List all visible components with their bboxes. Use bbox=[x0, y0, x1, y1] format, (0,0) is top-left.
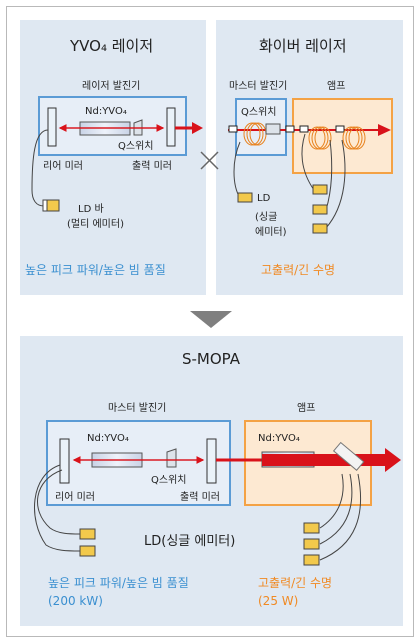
smopa-oscillator-label: 마스터 발진기 bbox=[108, 403, 167, 414]
smopa-summary-right: 고출력/긴 수명 bbox=[258, 576, 333, 590]
smopa-ld-lead-1 bbox=[37, 469, 81, 535]
yvo4-summary: 높은 피크 파워/높은 빔 품질 bbox=[25, 263, 166, 277]
smopa-amp-label: 앰프 bbox=[297, 403, 316, 414]
fiber-qswitch-label: Q스위치 bbox=[241, 107, 277, 118]
fiber-ld-amp-1 bbox=[312, 184, 328, 195]
yvo4-rear-mirror-label: 리어 미러 bbox=[43, 161, 83, 172]
smopa-ld-label: LD(싱글 에미터) bbox=[144, 534, 236, 549]
fiber-ld-osc bbox=[237, 192, 253, 203]
fiber-ld-lead-amp-3 bbox=[325, 139, 346, 229]
fiber-amp-coil-1 bbox=[308, 126, 332, 150]
fiber-ld-amp-3 bbox=[312, 223, 328, 234]
fiber-summary: 고출력/긴 수명 bbox=[261, 263, 336, 277]
fiber-amp-box bbox=[292, 98, 393, 174]
fiber-grating-2 bbox=[285, 125, 295, 133]
fiber-oscillator-label: 마스터 발진기 bbox=[229, 81, 288, 92]
yvo4-medium-label: Nd:YVO₄ bbox=[85, 106, 127, 117]
fiber-output-arrow bbox=[378, 124, 391, 136]
fiber-ld-sublabel-1: (싱글 bbox=[255, 212, 278, 223]
yvo4-ld-fiber bbox=[31, 129, 49, 207]
fiber-ld-label: LD bbox=[257, 193, 271, 204]
smopa-panel-title: S-MOPA bbox=[182, 350, 241, 368]
fiber-qswitch bbox=[265, 123, 281, 135]
smopa-summary-left-value: (200 kW) bbox=[48, 594, 103, 608]
smopa-qswitch bbox=[166, 448, 177, 468]
fiber-grating-4 bbox=[335, 125, 345, 133]
smopa-ld-amp-1 bbox=[303, 522, 320, 534]
smopa-ld-osc-2 bbox=[79, 545, 96, 557]
smopa-output-mirror-label: 출력 미러 bbox=[180, 492, 220, 503]
yvo4-ld-bar-label: LD 바 bbox=[78, 204, 104, 215]
smopa-rear-mirror bbox=[59, 438, 70, 484]
smopa-ld-lead-5 bbox=[319, 473, 362, 561]
yvo4-output-mirror bbox=[166, 107, 176, 147]
yvo4-output-beam-arrow bbox=[192, 122, 203, 134]
fiber-panel-title: 화이버 레이저 bbox=[259, 37, 347, 55]
fiber-ld-sublabel-2: 에미터) bbox=[255, 227, 287, 238]
yvo4-panel-title: YVO₄ 레이저 bbox=[70, 37, 154, 55]
smopa-ld-lead-2 bbox=[34, 464, 81, 552]
smopa-medium-label: Nd:YVO₄ bbox=[87, 433, 129, 444]
smopa-ld-amp-2 bbox=[303, 538, 320, 550]
down-arrow-icon bbox=[190, 311, 232, 328]
fiber-ld-lead-amp-2 bbox=[325, 139, 333, 211]
smopa-qswitch-label: Q스위치 bbox=[151, 475, 187, 486]
smopa-ld-lead-3 bbox=[319, 473, 344, 529]
fiber-amp-label: 앰프 bbox=[327, 81, 346, 92]
smopa-summary-left: 높은 피크 파워/높은 빔 품질 bbox=[48, 576, 189, 590]
combine-x-icon-stroke bbox=[200, 151, 219, 170]
smopa-ld-osc-1 bbox=[79, 528, 96, 540]
yvo4-ld-bar-sublabel: (멀티 에미터) bbox=[67, 219, 124, 230]
fiber-grating-3 bbox=[299, 125, 309, 133]
smopa-amp-beam bbox=[262, 448, 401, 472]
fiber-amp-coil-2 bbox=[342, 126, 366, 150]
yvo4-output-mirror-label: 출력 미러 bbox=[132, 161, 172, 172]
yvo4-qswitch-label: Q스위치 bbox=[118, 141, 154, 152]
fiber-ld-lead-amp-1 bbox=[301, 133, 315, 191]
smopa-ld-amp-3 bbox=[303, 554, 320, 566]
smopa-summary-right-value: (25 W) bbox=[258, 594, 299, 608]
smopa-fold-mirror bbox=[332, 441, 365, 471]
smopa-rear-mirror-label: 리어 미러 bbox=[55, 492, 95, 503]
fiber-grating-1 bbox=[228, 125, 238, 133]
smopa-output-mirror bbox=[206, 438, 217, 484]
yvo4-oscillator-label: 레이저 발진기 bbox=[82, 81, 141, 92]
fiber-ld-amp-2 bbox=[312, 204, 328, 215]
yvo4-rear-mirror bbox=[47, 107, 57, 147]
smopa-ld-lead-4 bbox=[319, 473, 353, 545]
smopa-amp-medium-label: Nd:YVO₄ bbox=[258, 433, 300, 444]
yvo4-ld-bar-edge bbox=[42, 199, 48, 212]
yvo4-laser-panel bbox=[20, 20, 206, 295]
